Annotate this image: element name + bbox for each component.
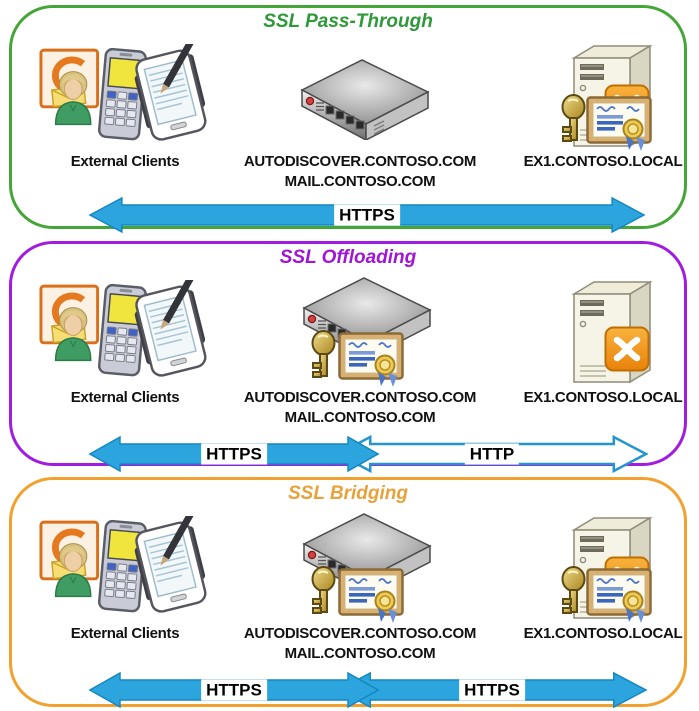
protocol-label: HTTPS <box>334 204 400 226</box>
ssl-key-icon <box>310 330 337 382</box>
external-clients-label: External Clients <box>70 389 180 406</box>
external-clients-icon <box>38 44 208 152</box>
https-arrow: HTTPS <box>88 196 646 234</box>
protocol-label: HTTPS <box>459 679 525 701</box>
external-clients-label: External Clients <box>70 625 180 642</box>
load-balancer-group <box>296 508 446 630</box>
ssl-key-icon <box>310 566 337 618</box>
mail-label: MAIL.CONTOSO.COM <box>284 645 436 662</box>
autodiscover-label: AUTODISCOVER.CONTOSO.COM <box>243 389 477 406</box>
ssl-certificate-icon <box>586 96 656 152</box>
ssl-certificate-icon <box>586 568 656 624</box>
autodiscover-label: AUTODISCOVER.CONTOSO.COM <box>243 625 477 642</box>
panel-ssl-pass-through: SSL Pass-Through External Clients AUTODI… <box>9 5 687 229</box>
exchange-server-group <box>560 514 699 628</box>
panel-title: SSL Bridging <box>288 483 408 504</box>
exchange-server-group <box>560 42 699 156</box>
ssl-certificate-icon <box>338 568 408 624</box>
https-arrow: HTTPS <box>88 671 380 709</box>
ssl-key-icon <box>560 566 587 618</box>
load-balancer-label: AUTODISCOVER.CONTOSO.COM MAIL.CONTOSO.CO… <box>220 388 500 428</box>
external-clients-icon <box>38 280 208 388</box>
protocol-label: HTTP <box>464 443 520 465</box>
external-clients-label: External Clients <box>70 153 180 170</box>
exchange-logo-icon <box>604 326 650 372</box>
panel-title: SSL Offloading <box>279 247 417 268</box>
server-label: EX1.CONTOSO.LOCAL <box>523 625 683 642</box>
ssl-certificate-icon <box>338 332 408 388</box>
protocol-label: HTTPS <box>201 443 267 465</box>
load-balancer-label: AUTODISCOVER.CONTOSO.COM MAIL.CONTOSO.CO… <box>220 152 500 192</box>
server-label: EX1.CONTOSO.LOCAL <box>523 389 683 406</box>
https-arrow: HTTPS <box>88 435 380 473</box>
panel-title: SSL Pass-Through <box>263 11 433 32</box>
external-clients-icon <box>38 516 208 624</box>
mail-label: MAIL.CONTOSO.COM <box>284 173 436 190</box>
load-balancer-label: AUTODISCOVER.CONTOSO.COM MAIL.CONTOSO.CO… <box>220 624 500 664</box>
load-balancer-icon <box>298 54 432 140</box>
autodiscover-label: AUTODISCOVER.CONTOSO.COM <box>243 153 477 170</box>
http-arrow: HTTP <box>336 435 648 473</box>
mail-label: MAIL.CONTOSO.COM <box>284 409 436 426</box>
server-label: EX1.CONTOSO.LOCAL <box>523 153 683 170</box>
panel-ssl-bridging: SSL Bridging External Clients AUTODISCOV… <box>9 477 687 707</box>
panel-ssl-offloading: SSL Offloading External Clients AUTODISC… <box>9 241 687 466</box>
load-balancer-group <box>296 272 446 394</box>
exchange-server-group <box>560 278 699 392</box>
https-arrow: HTTPS <box>336 671 648 709</box>
protocol-label: HTTPS <box>201 679 267 701</box>
ssl-key-icon <box>560 94 587 146</box>
